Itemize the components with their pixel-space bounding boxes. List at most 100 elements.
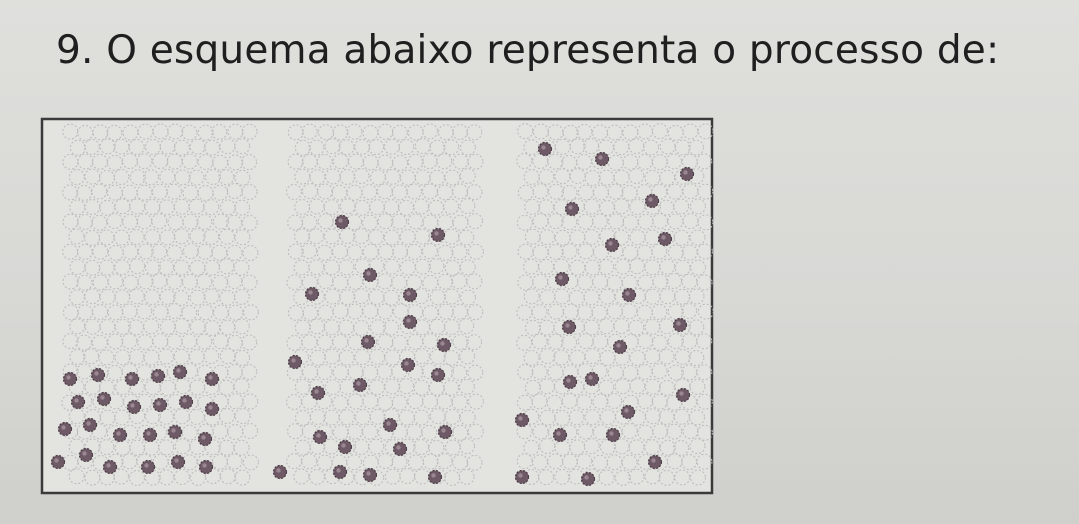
solvent-particle	[399, 228, 416, 246]
solvent-particle	[674, 259, 691, 276]
solvent-particle	[286, 334, 303, 351]
solvent-particle	[644, 348, 661, 365]
solvent-particle	[62, 273, 79, 290]
solvent-particle	[467, 423, 484, 440]
solvent-particle	[547, 333, 564, 350]
solvent-particle	[166, 244, 183, 261]
solvent-particle	[324, 168, 341, 185]
solvent-particle	[144, 289, 161, 306]
solute-particle	[552, 427, 568, 443]
solvent-particle	[347, 273, 364, 290]
solvent-particle	[76, 213, 94, 231]
solvent-particle	[614, 378, 631, 395]
solvent-particle	[561, 184, 578, 202]
solvent-particle	[152, 152, 169, 170]
solvent-particle	[345, 454, 363, 471]
solvent-particle	[697, 303, 714, 320]
solvent-particle	[182, 184, 199, 201]
solute-particle	[70, 394, 86, 410]
solvent-particle	[399, 467, 416, 485]
solvent-particle	[197, 304, 214, 321]
solvent-particle	[114, 349, 131, 366]
solute-particle	[82, 417, 98, 433]
solvent-particle	[437, 303, 454, 320]
solvent-particle	[524, 379, 541, 396]
solvent-particle	[652, 423, 669, 440]
solvent-particle	[339, 289, 356, 306]
solvent-particle	[338, 469, 355, 486]
solute-particle	[150, 368, 166, 384]
solvent-particle	[98, 379, 115, 396]
solvent-particle	[667, 333, 684, 350]
solute-particle	[537, 141, 553, 157]
solvent-particle	[644, 318, 661, 335]
solvent-particle	[158, 199, 175, 216]
solvent-particle	[332, 364, 349, 381]
solvent-particle	[242, 423, 259, 440]
solvent-particle	[644, 198, 662, 215]
question-text: O esquema abaixo representa o processo d…	[106, 28, 1000, 73]
solvent-particle	[413, 409, 430, 426]
solvent-particle	[377, 424, 394, 441]
solute-particle	[62, 371, 78, 387]
solvent-particle	[346, 303, 364, 320]
solvent-particle	[354, 408, 371, 426]
solvent-particle	[437, 244, 454, 261]
solvent-particle	[673, 198, 690, 215]
solute-particle	[554, 271, 570, 287]
solvent-particle	[391, 394, 408, 411]
solvent-particle	[173, 348, 190, 365]
solvent-particle	[286, 453, 303, 470]
solute-particle	[170, 454, 186, 470]
solvent-particle	[98, 469, 116, 486]
solvent-particle	[689, 378, 706, 395]
solvent-particle	[240, 154, 258, 171]
solvent-particle	[167, 214, 184, 231]
solvent-particle	[667, 303, 684, 320]
solvent-particle	[84, 438, 101, 455]
solvent-particle	[553, 258, 570, 275]
solvent-particle	[562, 303, 579, 320]
solvent-particle	[554, 168, 571, 185]
solvent-particle	[377, 213, 394, 230]
solvent-particle	[554, 468, 571, 485]
solvent-particle	[121, 453, 138, 470]
solute-particle	[96, 391, 112, 407]
solvent-particle	[69, 348, 86, 365]
solvent-particle	[467, 153, 484, 170]
solute-particle	[672, 317, 688, 333]
solvent-particle	[166, 273, 183, 290]
solvent-particle	[362, 243, 379, 260]
solvent-particle	[459, 139, 476, 156]
solvent-particle	[459, 438, 476, 455]
solvent-particle	[233, 199, 251, 216]
solvent-particle	[665, 272, 683, 290]
solvent-particle	[697, 123, 714, 140]
solvent-particle	[467, 304, 484, 321]
solvent-particle	[151, 393, 168, 410]
solvent-particle	[182, 213, 199, 230]
solute-particle	[352, 377, 368, 393]
solvent-particle	[316, 153, 333, 170]
solvent-particle	[399, 438, 416, 455]
solvent-particle	[561, 154, 578, 171]
solvent-particle	[316, 454, 333, 471]
solvent-particle	[583, 289, 600, 306]
diagram-svg	[40, 117, 714, 495]
solvent-particle	[384, 378, 401, 395]
solvent-particle	[188, 348, 205, 365]
solvent-particle	[68, 378, 85, 395]
solvent-particle	[577, 363, 594, 380]
solvent-particle	[689, 438, 706, 455]
solvent-particle	[673, 229, 690, 246]
solvent-particle	[659, 439, 676, 456]
solvent-particle	[531, 304, 548, 321]
solvent-particle	[122, 424, 139, 441]
solvent-particle	[128, 138, 145, 156]
solvent-particle	[658, 408, 675, 426]
solvent-particle	[622, 214, 639, 231]
solvent-particle	[84, 469, 101, 486]
solvent-particle	[444, 259, 461, 276]
solvent-particle	[107, 453, 124, 470]
solvent-particle	[302, 304, 319, 321]
